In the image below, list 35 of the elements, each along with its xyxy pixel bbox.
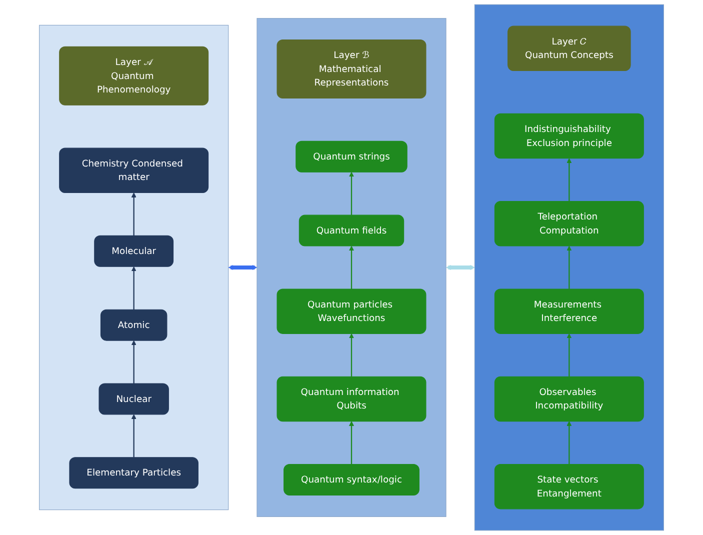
node-box: Quantum syntax/logic bbox=[284, 464, 420, 496]
node-box: Teleportation Computation bbox=[494, 201, 644, 246]
arrow bbox=[348, 333, 354, 377]
node-box: Quantum information Qubits bbox=[276, 376, 426, 422]
arrow bbox=[566, 333, 572, 377]
cluster bbox=[256, 18, 446, 517]
node-box: Elementary Particles bbox=[69, 457, 198, 489]
node-box: Layer ℬ Mathematical Representations bbox=[276, 40, 426, 99]
arrow bbox=[131, 192, 136, 236]
arrow bbox=[131, 340, 136, 384]
node-box: Molecular bbox=[94, 235, 174, 267]
arrow bbox=[348, 246, 354, 289]
node-box: Quantum particles Wavefunctions bbox=[276, 288, 426, 334]
cluster bbox=[474, 4, 664, 531]
arrow bbox=[446, 264, 475, 270]
node-box: Layer 𝒜 Quantum Phenomenology bbox=[59, 46, 209, 106]
arrow bbox=[566, 158, 572, 202]
node-box: State vectors Entanglement bbox=[494, 464, 644, 510]
node-box: Chemistry Condensed matter bbox=[59, 148, 209, 194]
node-box: Nuclear bbox=[98, 383, 169, 415]
arrow bbox=[228, 264, 258, 270]
arrow bbox=[348, 172, 354, 216]
node-box: Quantum fields bbox=[298, 214, 404, 246]
arrow bbox=[348, 421, 354, 464]
node-box: Layer 𝐶 Quantum Concepts bbox=[508, 26, 631, 72]
node-box: Observables Incompatibility bbox=[494, 376, 644, 422]
arrow bbox=[131, 414, 136, 458]
node-box: Measurements Interference bbox=[494, 288, 644, 334]
node-box: Quantum strings bbox=[296, 140, 408, 172]
node-box: Indistinguishability Exclusion principle bbox=[494, 113, 644, 159]
arrow bbox=[566, 421, 572, 464]
arrow bbox=[566, 246, 572, 289]
cluster bbox=[39, 24, 229, 510]
node-box: Atomic bbox=[100, 309, 168, 341]
arrow bbox=[131, 266, 136, 310]
